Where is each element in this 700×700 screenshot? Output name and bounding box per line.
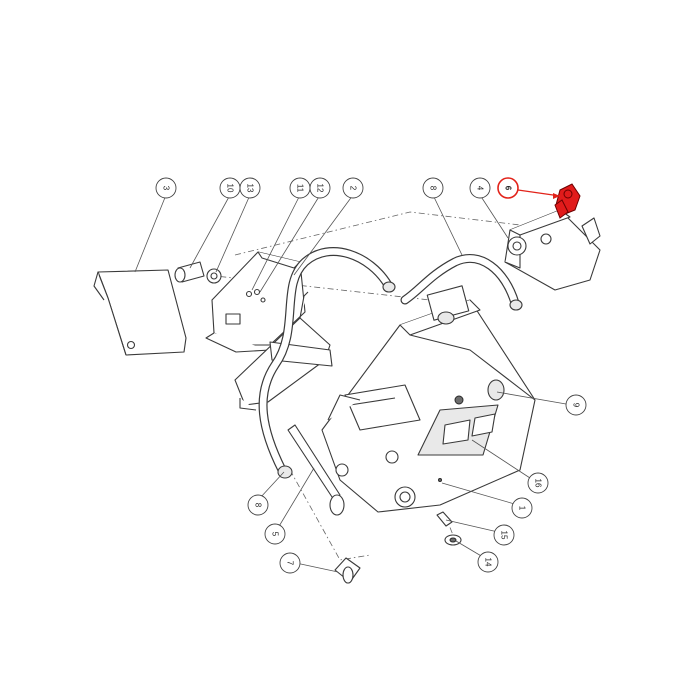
svg-text:14: 14	[484, 558, 493, 567]
nut-part	[444, 534, 462, 546]
callout-3: 3	[155, 177, 177, 199]
svg-text:7: 7	[286, 561, 295, 566]
svg-text:3: 3	[162, 186, 171, 191]
decal-part	[417, 404, 499, 456]
washer-part	[206, 268, 222, 284]
callout-2: 2	[342, 177, 364, 199]
callout-1: 1	[511, 497, 533, 519]
callout-16: 16	[527, 472, 549, 494]
callout-7: 7	[279, 552, 301, 574]
right-elbow-part	[581, 217, 601, 245]
main-body-part	[321, 285, 536, 513]
svg-text:9: 9	[572, 403, 581, 408]
small-screws-part	[245, 288, 266, 303]
svg-text:10: 10	[226, 184, 235, 193]
callout-9: 15	[493, 524, 515, 546]
callout-4: 4	[469, 177, 491, 199]
cylinder-block-part	[504, 209, 601, 291]
hose-right-part	[400, 254, 523, 311]
highlight-leader	[517, 189, 561, 199]
svg-text:6: 6	[504, 186, 513, 191]
callout-15: 14	[477, 551, 499, 573]
callout-5: 5	[264, 523, 286, 545]
callout-10: 9	[565, 394, 587, 416]
svg-text:15: 15	[500, 531, 509, 540]
callout-14: 13	[239, 177, 261, 199]
bottom-fitting-part	[334, 557, 361, 584]
callout-8-bottom: 8	[247, 494, 269, 516]
callout-6-highlighted: 6	[497, 177, 519, 199]
svg-text:8: 8	[429, 186, 438, 191]
svg-text:8: 8	[254, 503, 263, 508]
svg-text:5: 5	[271, 532, 280, 537]
pin-part	[174, 261, 205, 283]
rod-part	[287, 424, 345, 516]
callout-11: 10	[219, 177, 241, 199]
callout-13: 12	[309, 177, 331, 199]
svg-text:13: 13	[246, 184, 255, 193]
svg-text:12: 12	[316, 184, 325, 193]
svg-text:2: 2	[349, 186, 358, 191]
leader-lines	[134, 194, 567, 573]
svg-text:4: 4	[476, 186, 485, 191]
elbow-fitting-highlighted-part	[554, 183, 581, 219]
cover-plate-part	[93, 269, 187, 356]
bracket-part	[205, 251, 306, 353]
callout-12: 11	[289, 177, 311, 199]
callout-8-top: 8	[422, 177, 444, 199]
svg-text:1: 1	[518, 506, 527, 511]
svg-text:16: 16	[534, 479, 543, 488]
svg-text:11: 11	[296, 184, 305, 193]
screw-part	[436, 511, 453, 527]
